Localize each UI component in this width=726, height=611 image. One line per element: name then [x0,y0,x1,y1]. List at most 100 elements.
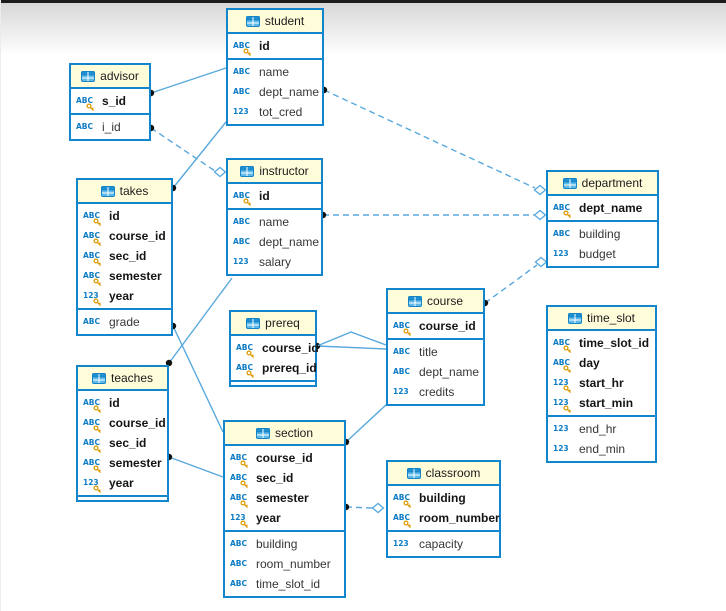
table-teaches-header[interactable]: teaches [78,367,167,391]
table-classroom-header[interactable]: classroom [388,462,499,486]
key-icon [403,500,412,509]
type-glyph: 123 [230,513,246,523]
relation-prereq-course[interactable] [313,342,387,350]
relation-prereq-course[interactable] [316,331,387,347]
table-advisor-header[interactable]: advisor [71,65,149,89]
type-glyph: ABC [393,493,411,503]
relation-instructor-department[interactable] [319,209,547,221]
key-icon [403,328,412,337]
type-glyph: ABC [233,217,251,227]
relation-advisor-instructor[interactable] [147,124,227,178]
type-glyph: ABC [393,367,411,377]
table-student-header[interactable]: student [228,10,322,34]
relation-line [484,264,538,304]
table-section-header[interactable]: section [225,422,344,446]
table-course-header[interactable]: course [388,290,483,314]
relation-course-department[interactable] [481,256,548,307]
relation-line [323,89,536,189]
relation-student-department[interactable] [320,86,547,196]
relation-takes-student[interactable] [169,121,227,192]
relation-teaches-instructor[interactable] [165,277,233,367]
table-grid-icon [255,427,270,439]
column-name: semester [109,269,162,283]
table-department-header[interactable]: department [548,172,657,196]
relation-teaches-section[interactable] [165,453,224,478]
table-time_slot-header[interactable]: time_slot [548,307,655,331]
relation-takes-section[interactable] [169,322,224,433]
table-prereq-header[interactable]: prereq [231,312,315,336]
column-name: semester [256,491,309,505]
type-glyph: ABC [230,539,248,549]
table-takes-header[interactable]: takes [78,180,171,204]
column-name: time_slot_id [256,577,321,591]
relation-section-course[interactable] [342,403,388,446]
number-type-icon: 123 [230,511,251,529]
relation-section-classroom[interactable] [342,502,385,514]
key-icon [240,500,249,509]
key-icon [563,385,572,394]
table-instructor-header[interactable]: instructor [228,160,321,184]
relation-advisor-student[interactable] [147,67,227,97]
